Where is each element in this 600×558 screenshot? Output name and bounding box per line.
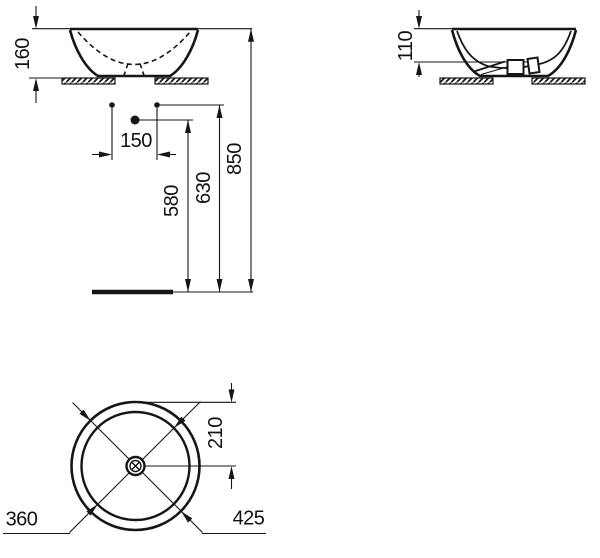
arrow-inner-ne [174, 416, 186, 428]
installation-dimensions: 150 580 630 850 [92, 28, 254, 295]
dim-110-arrow-up [416, 62, 422, 75]
basin-right-wall [169, 29, 200, 78]
arrow-inner-sw [86, 504, 98, 516]
side-inner-right-wall [536, 30, 572, 66]
side-countertop-hatch-right [531, 77, 586, 85]
dimension-basin-height: 160 [12, 6, 39, 103]
dim-580-arrow-up [185, 120, 191, 133]
dim-360-label: 360 [6, 509, 38, 531]
side-outer-right-wall [547, 29, 578, 78]
front-elevation-view [29, 27, 252, 85]
dim-425-label: 425 [233, 508, 265, 530]
drain-cross-2 [131, 461, 140, 471]
dim-630-label: 630 [193, 172, 215, 204]
side-foot-rib-1 [473, 60, 506, 73]
arrow-outer-nw [79, 409, 91, 421]
dim-580-label: 580 [161, 185, 183, 217]
countertop-hatch-right [154, 77, 209, 85]
side-foot-rib-2 [480, 66, 508, 76]
side-outer-left-wall [450, 29, 481, 78]
dim-160-label: 160 [12, 38, 34, 70]
arrow-outer-se [181, 511, 193, 523]
side-overflow-block [526, 56, 541, 75]
countertop-hatch-left [61, 77, 116, 85]
dim-850-label: 850 [224, 143, 246, 175]
hidden-drain-right [139, 63, 145, 76]
dim-580-arrow-down [185, 279, 191, 292]
dim-160-arrow-up [33, 78, 39, 91]
hidden-inner-bowl [77, 31, 191, 66]
side-countertop-hatch-left [439, 77, 494, 85]
dim-150-label: 150 [120, 130, 152, 152]
basin-left-wall [68, 29, 99, 78]
supply-point-left [109, 102, 115, 108]
hidden-drain-left [123, 63, 129, 76]
dim-210-arrow-up [228, 466, 235, 479]
dim-630-arrow-up [216, 105, 223, 118]
dim-110-arrow-down [416, 16, 422, 29]
side-inner-left-wall [456, 30, 490, 68]
plan-view: 210 360 425 [3, 383, 266, 535]
side-drain-block [506, 59, 525, 75]
dim-630-arrow-down [216, 279, 223, 292]
dim-150-arrow-right [99, 151, 112, 158]
dim-150-arrow-left [157, 151, 170, 158]
dim-110-label: 110 [395, 30, 417, 61]
side-section-view [414, 27, 586, 85]
dim-210-arrow-down [228, 389, 235, 403]
dim-850-arrow-down [248, 279, 254, 292]
dim-160-arrow-down [33, 16, 39, 29]
dim-850-arrow-up [248, 28, 254, 42]
dim-210-label: 210 [205, 417, 227, 449]
dimension-bowl-depth: 110 [395, 10, 422, 77]
